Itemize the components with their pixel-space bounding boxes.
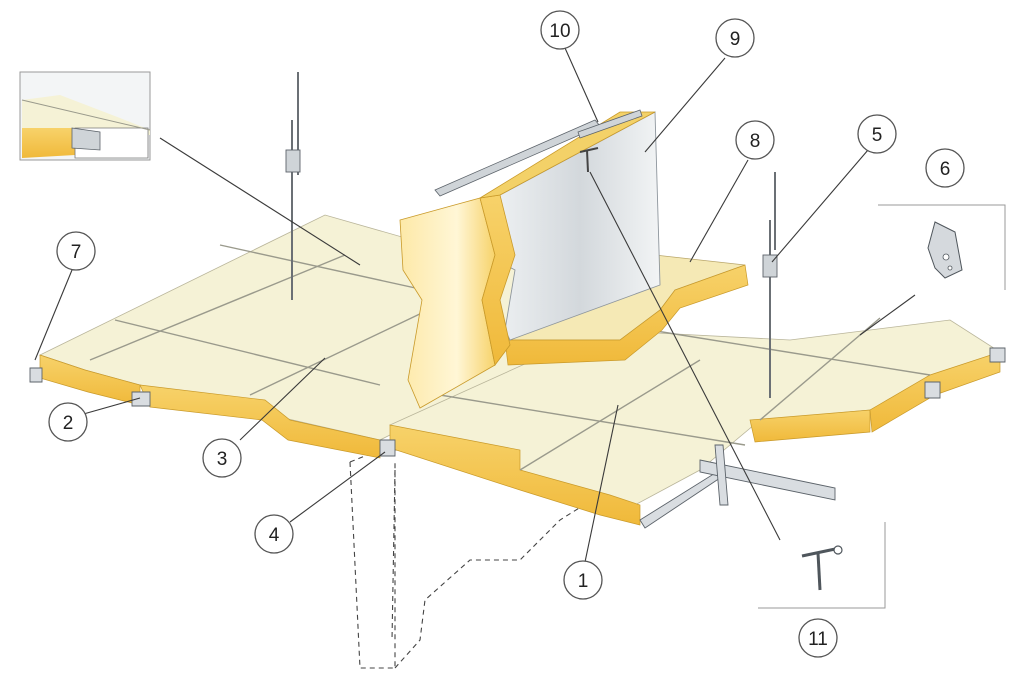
callout-group: 1 2 3 4 5 6 7 8 9 10 11 <box>48 10 965 658</box>
inset-tclip-detail <box>758 522 886 609</box>
callout-1: 1 <box>563 560 603 600</box>
callout-9: 9 <box>715 18 755 58</box>
callout-label: 9 <box>730 29 741 50</box>
callout-label: 4 <box>269 525 280 546</box>
callout-5: 5 <box>857 114 897 154</box>
callout-3: 3 <box>202 438 242 478</box>
t-clip-icon <box>801 545 843 591</box>
callout-circle <box>48 402 88 442</box>
vertical-wall-panel <box>399 109 661 409</box>
callout-circle <box>798 618 838 658</box>
callout-circle <box>56 231 96 271</box>
callout-label: 8 <box>750 131 761 152</box>
callout-label: 2 <box>63 413 74 434</box>
inset-joint-detail <box>19 71 151 161</box>
callout-circle <box>857 114 897 154</box>
callout-8: 8 <box>735 120 775 160</box>
suspension-rod-icon <box>285 72 778 398</box>
callout-6: 6 <box>925 148 965 188</box>
callout-label: 7 <box>71 242 82 263</box>
ceiling-front-section <box>388 317 1001 526</box>
callout-4: 4 <box>254 514 294 554</box>
callout-label: 1 <box>578 571 589 592</box>
callout-circle <box>540 10 580 50</box>
leader-lines <box>34 47 916 563</box>
callout-2: 2 <box>48 402 88 442</box>
callout-11: 11 <box>798 618 838 658</box>
t-clip-icon <box>579 147 599 173</box>
t-rail-icon <box>29 347 1006 529</box>
callout-circle <box>735 120 775 160</box>
callout-circle <box>202 438 242 478</box>
callout-10: 10 <box>540 10 580 50</box>
callout-label: 11 <box>808 629 828 650</box>
callout-label: 6 <box>940 159 951 180</box>
callout-circle <box>715 18 755 58</box>
callout-7: 7 <box>56 231 96 271</box>
callout-circle <box>563 560 603 600</box>
inset-hanger-detail <box>878 204 1006 290</box>
callout-label: 5 <box>872 125 883 146</box>
hanger-clip-icon <box>927 221 963 279</box>
callout-circle <box>254 514 294 554</box>
callout-label: 3 <box>217 449 228 470</box>
callout-circle <box>925 148 965 188</box>
callout-label: 10 <box>549 21 570 42</box>
